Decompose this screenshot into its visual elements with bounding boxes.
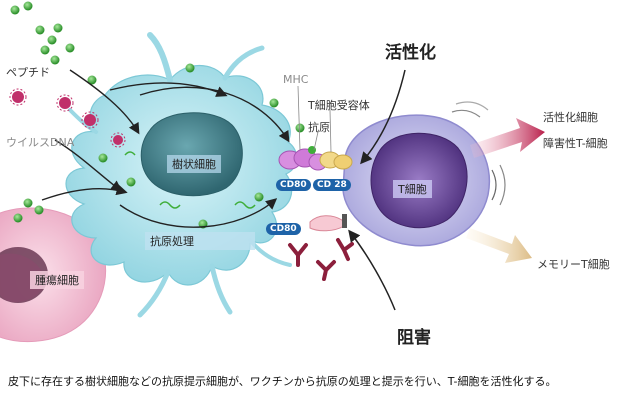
cytotoxic-t-label: 障害性T-細胞 [543, 137, 608, 150]
antigen-label: 抗原 [308, 121, 330, 134]
activated-cell-arrow [470, 118, 545, 158]
memory-cell-arrow [466, 228, 532, 263]
cd28-badge: CD 28 [313, 179, 351, 191]
antigen-processing-label: 抗原処理 [145, 232, 255, 250]
dendritic-cell [65, 32, 298, 318]
antibodies [288, 238, 354, 281]
virus-dna-label: ウイルスDNA [6, 136, 75, 149]
leader-lines [297, 85, 332, 153]
uptake-arrows [41, 69, 290, 228]
peptide-label: ペプチド [6, 66, 50, 79]
cd80-bottom-badge: CD80 [266, 223, 301, 235]
dendritic-cell-label: 樹状細胞 [167, 155, 221, 173]
t-cell-label: T細胞 [393, 180, 432, 198]
cd80-top-badge: CD80 [276, 179, 311, 191]
mhc-receptor-complex [278, 146, 353, 171]
mhc-label: MHC [283, 73, 309, 86]
activated-cell-label: 活性化細胞 [543, 111, 598, 124]
activation-label: 活性化 [385, 43, 436, 63]
inhibitory-receptor [309, 214, 347, 232]
viruses [9, 88, 126, 148]
inhibition-arrow [348, 229, 396, 311]
caption: 皮下に存在する樹状細胞などの抗原提示細胞が、ワクチンから抗原の処理と提示を行い、… [8, 375, 557, 388]
activation-arrow [360, 69, 406, 165]
tumor-cell-label: 腫瘍細胞 [30, 271, 84, 289]
tcr-label: T細胞受容体 [308, 99, 370, 112]
t-cell [342, 101, 506, 247]
inhibition-label: 阻害 [397, 328, 431, 348]
memory-t-label: メモリーT細胞 [537, 258, 610, 271]
peptides [10, 1, 305, 229]
